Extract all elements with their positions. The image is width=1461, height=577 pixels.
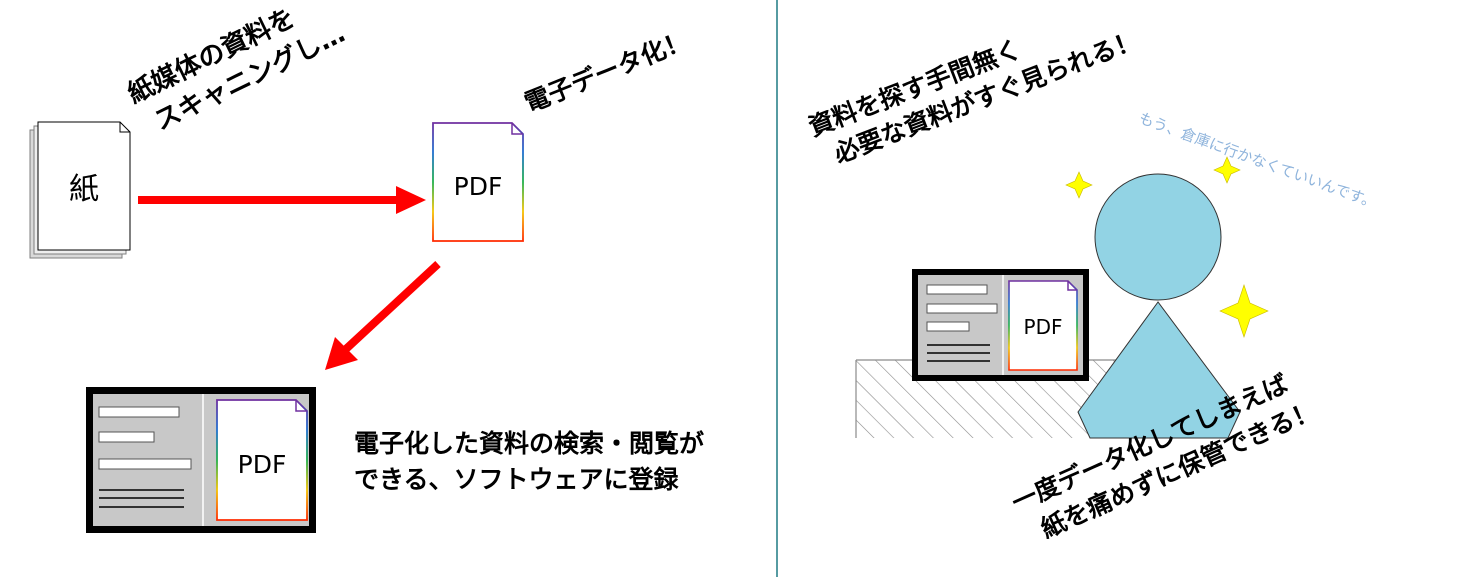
software-caption: 電子化した資料の検索・閲覧が できる、ソフトウェアに登録 — [354, 426, 704, 498]
software-monitor-icon — [86, 387, 316, 533]
sparkle-icon — [1065, 171, 1093, 199]
software-pdf-label: PDF — [238, 450, 287, 479]
desk-pdf-label: PDF — [1024, 315, 1063, 339]
pdf-document-icon — [432, 122, 524, 242]
software-caption-line2: できる、ソフトウェアに登録 — [354, 465, 679, 494]
paper-doc-label: 紙 — [69, 172, 99, 207]
arrow-to-pdf — [138, 186, 426, 214]
arrow-to-software — [325, 261, 441, 370]
desk-monitor-icon — [912, 269, 1089, 381]
sparkle-icon — [1213, 156, 1241, 184]
paper-stack-icon — [29, 121, 131, 259]
sparkle-icon — [1219, 284, 1269, 338]
person-figure — [1077, 173, 1241, 439]
software-caption-line1: 電子化した資料の検索・閲覧が — [354, 429, 705, 458]
pdf-document-label: PDF — [454, 172, 503, 201]
